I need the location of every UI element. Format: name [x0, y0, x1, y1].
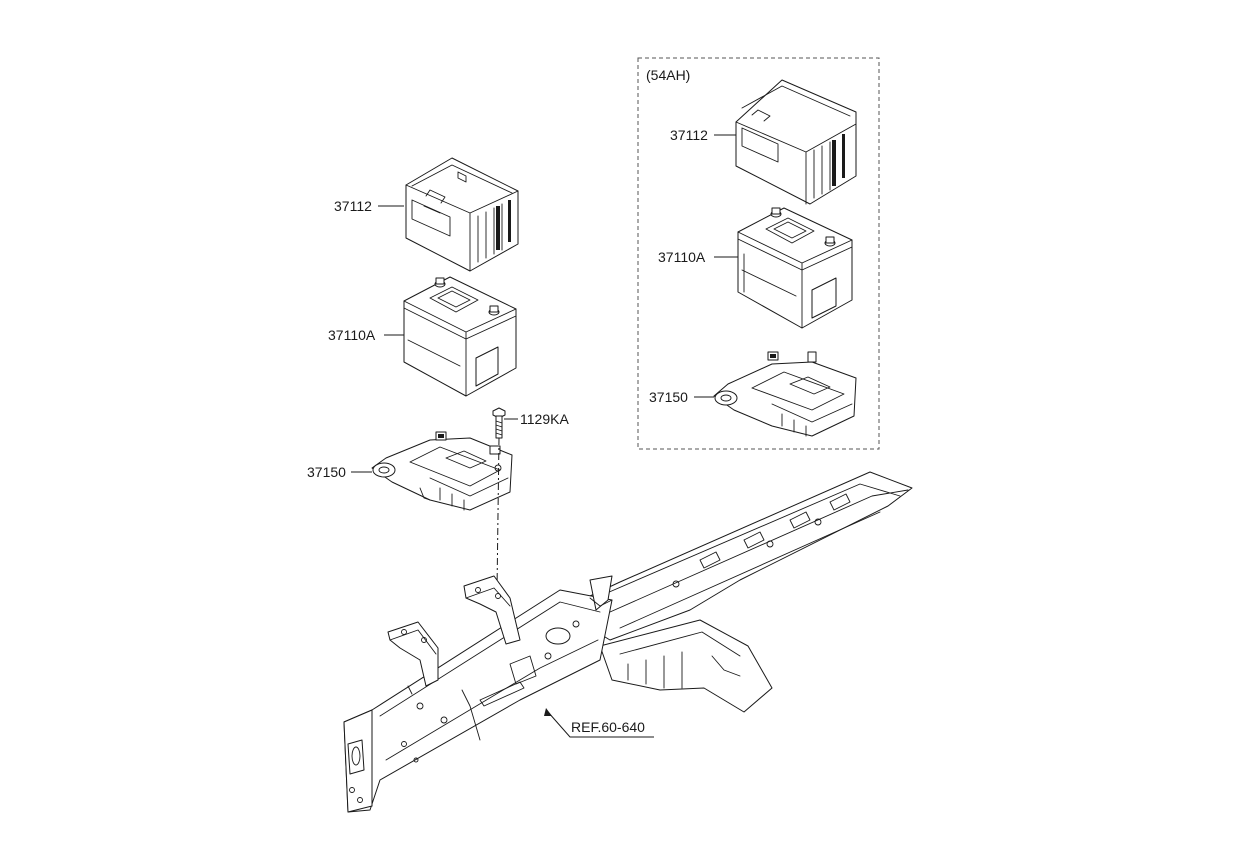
- label-left-tray-cover: 37112: [334, 198, 372, 214]
- right-battery[interactable]: [737, 207, 853, 329]
- right-tray-cover[interactable]: [735, 79, 857, 205]
- left-tray-cover[interactable]: [405, 157, 519, 272]
- right-battery-tray[interactable]: [713, 351, 857, 437]
- label-right-battery: 37110A: [658, 249, 706, 265]
- label-left-battery: 37110A: [328, 327, 376, 343]
- variant-54ah-box: [637, 57, 880, 450]
- label-right-tray-cover: 37112: [670, 127, 708, 143]
- bolt-1129ka[interactable]: [492, 407, 506, 439]
- bolt-locating-line: [496, 437, 500, 591]
- label-bolt: 1129KA: [520, 411, 569, 427]
- left-battery[interactable]: [403, 276, 517, 397]
- leader-lines: [351, 134, 738, 738]
- front-side-member-frame: [343, 471, 913, 813]
- label-variant: (54AH): [646, 67, 690, 83]
- left-battery-tray[interactable]: [371, 431, 513, 511]
- label-right-tray: 37150: [649, 389, 688, 405]
- label-left-tray: 37150: [307, 464, 346, 480]
- label-reference[interactable]: REF.60-640: [571, 719, 645, 735]
